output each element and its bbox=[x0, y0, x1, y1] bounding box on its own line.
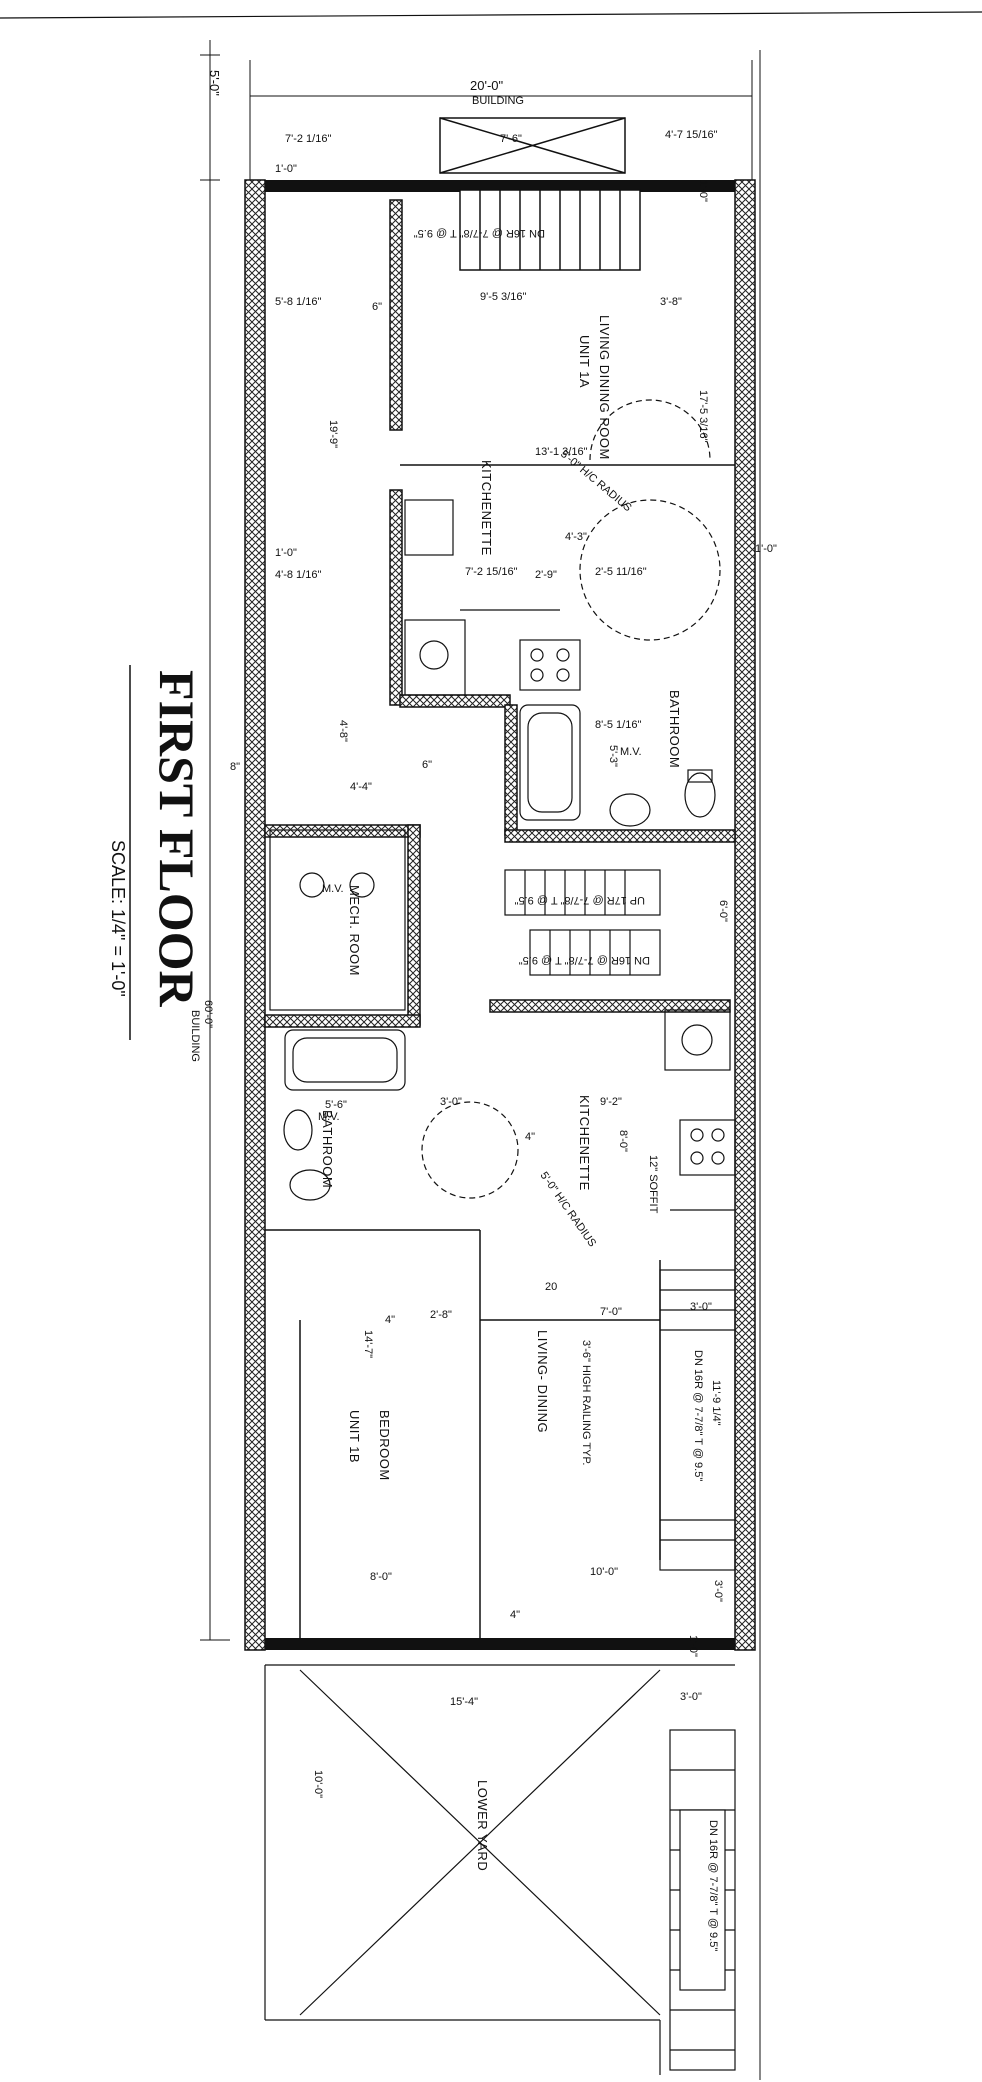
dim-4-7: 4'-7 15/16" bbox=[665, 129, 718, 141]
room-lower-yard: LOWER YARD bbox=[475, 1780, 490, 1871]
central-stairs bbox=[504, 869, 661, 976]
dim-9-5: 9'-5 3/16" bbox=[480, 291, 526, 303]
overall-dimensions bbox=[200, 40, 761, 2080]
dim-9-2: 9'-2" bbox=[600, 1096, 622, 1108]
room-living-dining-1b: LIVING- DINING bbox=[535, 1330, 550, 1433]
dim-2-8: 2'-8" bbox=[430, 1309, 452, 1321]
dim-building-length: 60'-0" bbox=[202, 1000, 214, 1028]
stair-labels: DN 16R @ 7-7/8" T @ 9.5" UP 17R @ 7-7/8"… bbox=[414, 227, 719, 1951]
dim-11-9: 11'-9 1/4" bbox=[710, 1380, 722, 1426]
room-living-dining-1a: LIVING DINING ROOM bbox=[597, 315, 612, 460]
room-bathroom-top: BATHROOM bbox=[667, 690, 682, 768]
rotated-dimension-labels: 5'-0" 19'-9" 17'-5 3/16" 1'-0" 5'-3" 4'-… bbox=[189, 70, 729, 1798]
dim-19-9: 19'-9" bbox=[327, 420, 339, 448]
col-20: 20 bbox=[545, 1281, 557, 1293]
kitchenette-top-fixtures bbox=[404, 399, 721, 696]
dim-4c: 4" bbox=[385, 1314, 395, 1326]
room-unit-1b: UNIT 1B bbox=[347, 1410, 362, 1463]
interior-walls bbox=[264, 199, 736, 1640]
dim-2-5: 2'-5 11/16" bbox=[595, 566, 647, 578]
stair-up-center: UP 17R @ 7-7/8" T @ 9.5" bbox=[514, 894, 645, 906]
sheet-border bbox=[0, 11, 982, 19]
dim-7-2: 7'-2 1/16" bbox=[285, 133, 331, 145]
room-bathroom-bottom: BATHROOM bbox=[320, 1110, 335, 1188]
dim-14-7: 14'-7" bbox=[362, 1330, 374, 1358]
top-stair bbox=[439, 117, 641, 271]
kitchenette-bottom-fixtures bbox=[664, 1009, 736, 1211]
bathroom-bottom-fixtures bbox=[283, 1029, 519, 1201]
dim-8-0a: 8'-0" bbox=[617, 1130, 629, 1152]
room-labels: LIVING DINING ROOM UNIT 1A KITCHENETTE B… bbox=[320, 315, 682, 1871]
room-bedroom: BEDROOM bbox=[377, 1410, 392, 1481]
note-railing: 3'-6" HIGH RAILING TYP. bbox=[580, 1340, 592, 1465]
room-mech: MECH. ROOM bbox=[347, 885, 362, 976]
dim-building-length-label: BUILDING bbox=[189, 1010, 201, 1062]
dim-4-3: 4'-3" bbox=[565, 531, 587, 543]
dim-7-0: 7'-0" bbox=[600, 1306, 622, 1318]
dim-5-8: 5'-8 1/16" bbox=[275, 296, 321, 308]
stair-dn-top: DN 16R @ 7-7/8" T @ 9.5" bbox=[414, 227, 545, 239]
dim-6b: 6" bbox=[422, 759, 432, 771]
dim-1-0b: 1'-0" bbox=[697, 180, 709, 202]
dim-5-6: 5'-6" bbox=[325, 1099, 347, 1111]
dim-2-9: 2'-9" bbox=[535, 569, 557, 581]
note-hc-radius-top: 5'-0" H/C RADIUS bbox=[558, 448, 634, 514]
exterior-walls bbox=[244, 179, 756, 1651]
dim-4b: 4" bbox=[525, 1131, 535, 1143]
dim-10-0a: 10'-0" bbox=[590, 1566, 618, 1578]
dim-8: 8" bbox=[230, 761, 240, 773]
right-stair bbox=[659, 1269, 736, 1571]
dim-1-0c: 1'-0" bbox=[275, 547, 297, 559]
dim-13-1: 13'-1 3/16" bbox=[535, 446, 588, 458]
bathroom-top-fixtures bbox=[519, 704, 716, 827]
mech-room bbox=[269, 829, 406, 1011]
lower-yard bbox=[264, 1664, 736, 2075]
dim-3-0d: 3'-0" bbox=[690, 1301, 712, 1313]
plan-scale: SCALE: 1/4" = 1'-0" bbox=[108, 840, 128, 997]
dim-4a: 4" bbox=[510, 1609, 520, 1621]
dim-10-0b: 10'-0" bbox=[312, 1770, 324, 1798]
dim-building-label: BUILDING bbox=[472, 95, 524, 107]
dim-1-0d: 1'-0" bbox=[755, 543, 777, 555]
dim-6a: 6" bbox=[372, 301, 382, 313]
dim-4-8: 4'-8 1/16" bbox=[275, 569, 321, 581]
stair-dn-center: DN 16R @ 7-7/8" T @ 9.5" bbox=[519, 954, 650, 966]
dim-3-0c: 3'-0" bbox=[680, 1691, 702, 1703]
dim-15-4: 15'-4" bbox=[450, 1696, 478, 1708]
stair-dn-yard: DN 16R @ 7-7/8" T @ 9.5" bbox=[707, 1820, 719, 1951]
dim-3-0a: 3'-0" bbox=[440, 1096, 462, 1108]
dim-4-8b: 4'-8" bbox=[337, 720, 349, 742]
dim-3-8: 3'-8" bbox=[660, 296, 682, 308]
dim-1-0a: 1'-0" bbox=[275, 163, 297, 175]
dim-setback: 5'-0" bbox=[207, 70, 222, 96]
dim-17-5: 17'-5 3/16" bbox=[697, 390, 709, 443]
plan-title: FIRST FLOOR bbox=[149, 670, 205, 1008]
room-kitchenette-bottom: KITCHENETTE bbox=[577, 1095, 592, 1191]
room-kitchenette-top: KITCHENETTE bbox=[479, 460, 494, 556]
room-unit-1a: UNIT 1A bbox=[577, 335, 592, 388]
note-mv-3: M.V. bbox=[318, 1111, 340, 1123]
dim-8-0b: 8'-0" bbox=[370, 1571, 392, 1583]
dim-8-5: 8'-5 1/16" bbox=[595, 719, 641, 731]
note-mv-2: M.V. bbox=[620, 746, 642, 758]
dim-7-2b: 7'-2 15/16" bbox=[465, 566, 518, 578]
dim-3-0b: 3'-0" bbox=[712, 1580, 724, 1602]
dim-building-width: 20'-0" bbox=[470, 78, 504, 93]
dimension-labels: 20'-0" BUILDING 7'-2 1/16" 7'-6" 4'-7 15… bbox=[230, 78, 777, 1708]
dim-7-6: 7'-6" bbox=[500, 133, 522, 145]
dim-5-3: 5'-3" bbox=[607, 745, 619, 767]
note-mv-1: M.V. bbox=[322, 883, 344, 895]
dim-6-0: 6'-0" bbox=[717, 900, 729, 922]
dim-4-4: 4'-4" bbox=[350, 781, 372, 793]
dim-1-0e: 1'-0" bbox=[687, 1635, 699, 1657]
note-soffit: 12" SOFFIT bbox=[647, 1155, 659, 1214]
stair-dn-right: DN 16R @ 7-7/8" T @ 9.5" bbox=[692, 1350, 704, 1481]
